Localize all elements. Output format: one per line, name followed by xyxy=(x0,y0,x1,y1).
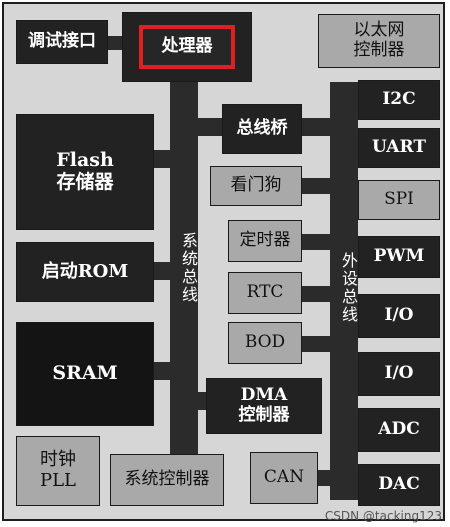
system-bus-branch-rom xyxy=(154,262,170,280)
bus-bridge-block: 总线桥 xyxy=(222,104,302,154)
sram-block: SRAM xyxy=(16,322,154,426)
system-bus-branch-bridge xyxy=(198,118,224,136)
uart-block: UART xyxy=(358,128,440,168)
debug-interface-block: 调试接口 xyxy=(16,20,108,64)
peripheral-bus-branch-watchdog xyxy=(300,178,330,194)
peripheral-bus-branch-rtc xyxy=(300,286,330,302)
rtc-block: RTC xyxy=(228,272,302,314)
flash-memory-block: Flash 存储器 xyxy=(16,114,154,230)
system-bus-branch-debug xyxy=(106,36,124,50)
watchdog-block: 看门狗 xyxy=(210,166,302,206)
processor-block: 处理器 xyxy=(122,12,252,82)
peripheral-bus-branch-timer xyxy=(300,234,330,250)
system-bus-branch-dma xyxy=(198,392,208,410)
processor-label: 处理器 xyxy=(161,36,213,57)
peripheral-bus-label: 外设总线 xyxy=(339,252,358,324)
peripheral-bus-branch-bridge xyxy=(300,118,330,136)
can-block: CAN xyxy=(250,452,318,504)
bod-block: BOD xyxy=(228,322,302,364)
io-block-1: I/O xyxy=(358,294,440,338)
boot-rom-block: 启动ROM xyxy=(16,242,154,302)
io-block-2: I/O xyxy=(358,352,440,396)
spi-block: SPI xyxy=(358,180,440,220)
peripheral-bus-branch-bod xyxy=(300,336,330,352)
i2c-block: I2C xyxy=(358,80,440,120)
system-bus-branch-sram xyxy=(154,362,170,380)
system-bus-branch-sysctrl xyxy=(183,430,197,460)
peripheral-bus-line xyxy=(330,82,358,500)
dac-block: DAC xyxy=(358,464,440,506)
system-bus-branch-flash xyxy=(154,150,170,168)
ethernet-controller-block: 以太网 控制器 xyxy=(318,14,440,68)
dma-controller-block: DMA 控制器 xyxy=(206,378,322,434)
clock-pll-block: 时钟 PLL xyxy=(16,436,100,506)
processor-highlight: 处理器 xyxy=(139,25,235,69)
system-controller-block: 系统控制器 xyxy=(110,454,224,506)
pwm-block: PWM xyxy=(358,236,440,278)
system-bus-label: 系统总线 xyxy=(179,232,198,304)
peripheral-bus-branch-can xyxy=(318,470,330,486)
timer-block: 定时器 xyxy=(228,220,302,262)
adc-block: ADC xyxy=(358,408,440,452)
watermark: CSDN @tacking123 xyxy=(324,509,442,523)
